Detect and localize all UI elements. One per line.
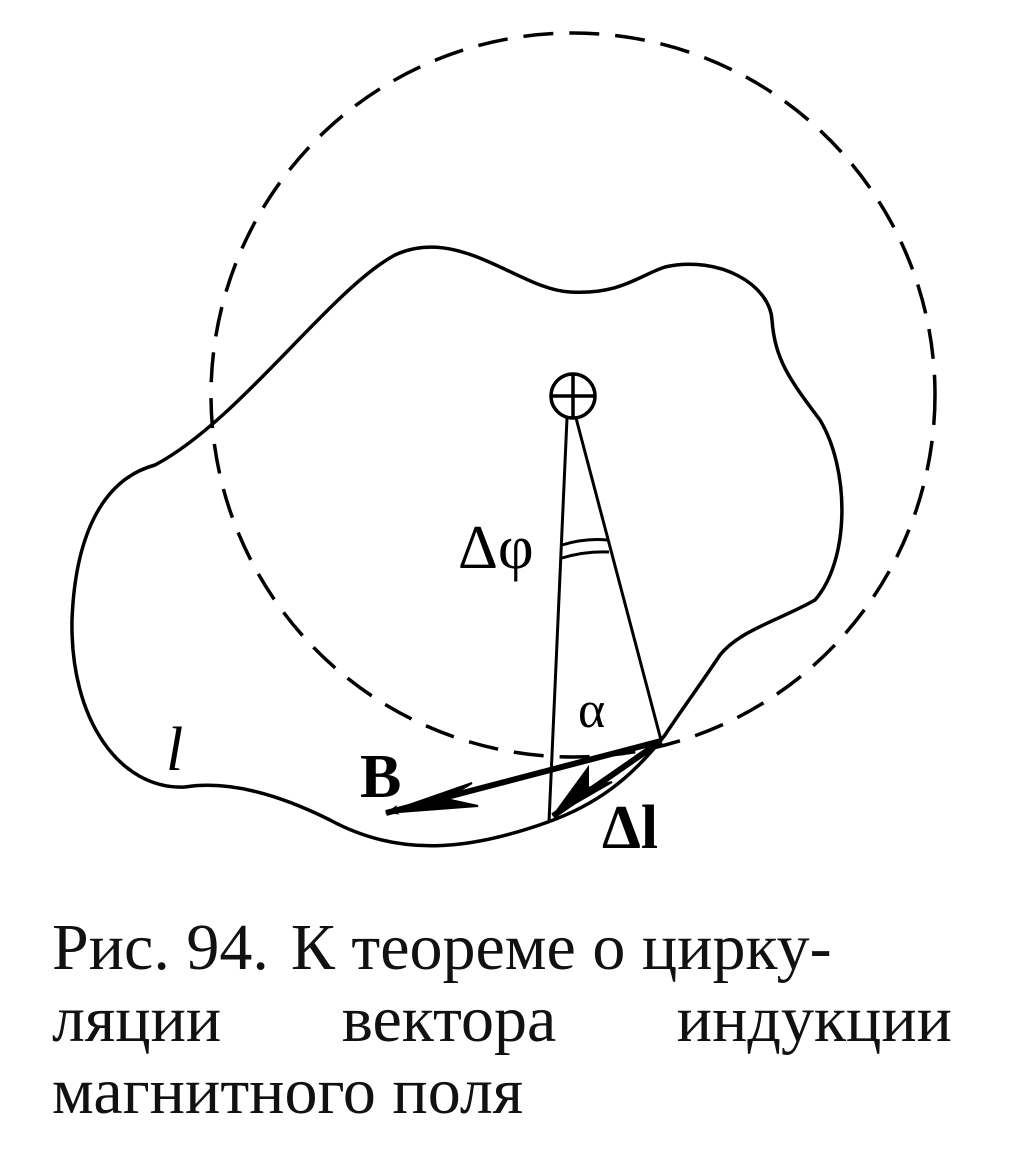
caption-line-2: ляции вектора индукции (52, 984, 952, 1056)
contour-l (70, 245, 844, 848)
caption-title-start: К теореме о цирку- (290, 911, 832, 984)
caption-number: Рис. 94. (52, 911, 269, 984)
angle-arc-outer (561, 538, 608, 547)
current-into-page-icon (549, 372, 597, 420)
caption-line-1: Рис. 94. К теореме о цирку- (52, 912, 952, 984)
vector-b-arrowhead (385, 782, 479, 814)
delta-l-label: Δl (602, 794, 658, 862)
delta-phi-label: Δφ (458, 514, 534, 582)
vector-b-label: B (360, 743, 401, 811)
contour-label: l (166, 716, 183, 784)
dashed-circle (209, 31, 937, 759)
alpha-label: α (578, 682, 605, 739)
radius-line-right (574, 417, 663, 741)
radius-line-left (547, 417, 569, 823)
caption-word: вектора (341, 983, 557, 1056)
angle-arc-inner (561, 550, 610, 560)
figure-caption: Рис. 94. К теореме о цирку- ляции вектора… (52, 912, 952, 1128)
caption-line-3: магнитного поля (52, 1055, 524, 1128)
diagram: Δφ α l B Δl (70, 31, 937, 862)
caption-word: индукции (676, 983, 952, 1056)
vector-delta-l-arrowhead (552, 764, 613, 817)
caption-word: ляции (52, 983, 222, 1056)
